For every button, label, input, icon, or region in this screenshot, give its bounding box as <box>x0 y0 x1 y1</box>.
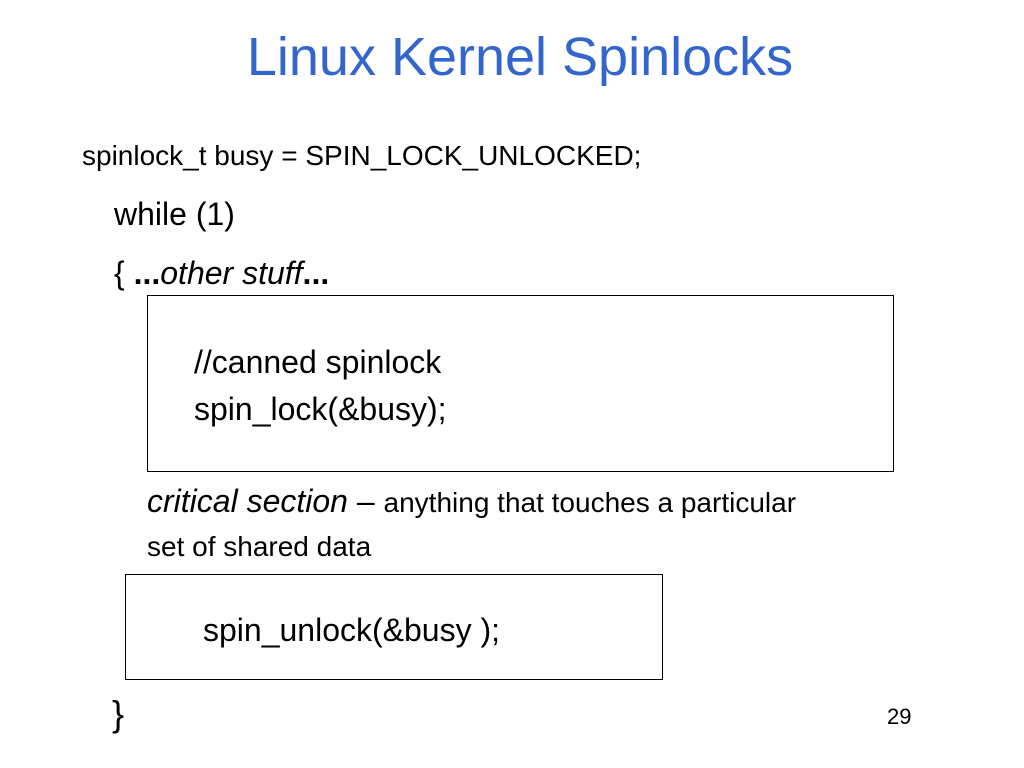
ellipsis-before: ... <box>133 255 161 291</box>
page-number: 29 <box>887 704 912 729</box>
loop-close-brace: } <box>112 693 125 734</box>
slide-title: Linux Kernel Spinlocks <box>246 27 794 87</box>
ellipsis-after: ... <box>302 255 330 291</box>
critical-section-dash: – <box>347 483 384 519</box>
while-loop-header: while (1) <box>114 196 235 232</box>
open-brace: { <box>114 255 134 291</box>
spin-unlock-call: spin_unlock(&busy ); <box>203 612 501 648</box>
critical-section-description: anything that touches a particular <box>383 487 797 518</box>
critical-section-term: critical section <box>147 483 348 519</box>
loop-open-line: { ...other stuff... <box>114 257 329 289</box>
critical-section-description-continued: set of shared data <box>147 531 372 562</box>
spinlock-declaration: spinlock_t busy = SPIN_LOCK_UNLOCKED; <box>82 140 642 171</box>
spin-unlock-box <box>125 574 663 680</box>
spinlock-comment: //canned spinlock <box>194 344 442 380</box>
spin-lock-call: spin_lock(&busy); <box>194 391 447 427</box>
spin-lock-box <box>147 295 894 472</box>
critical-section-line: critical section – anything that touches… <box>147 485 796 517</box>
other-stuff-text: other stuff <box>160 255 303 291</box>
